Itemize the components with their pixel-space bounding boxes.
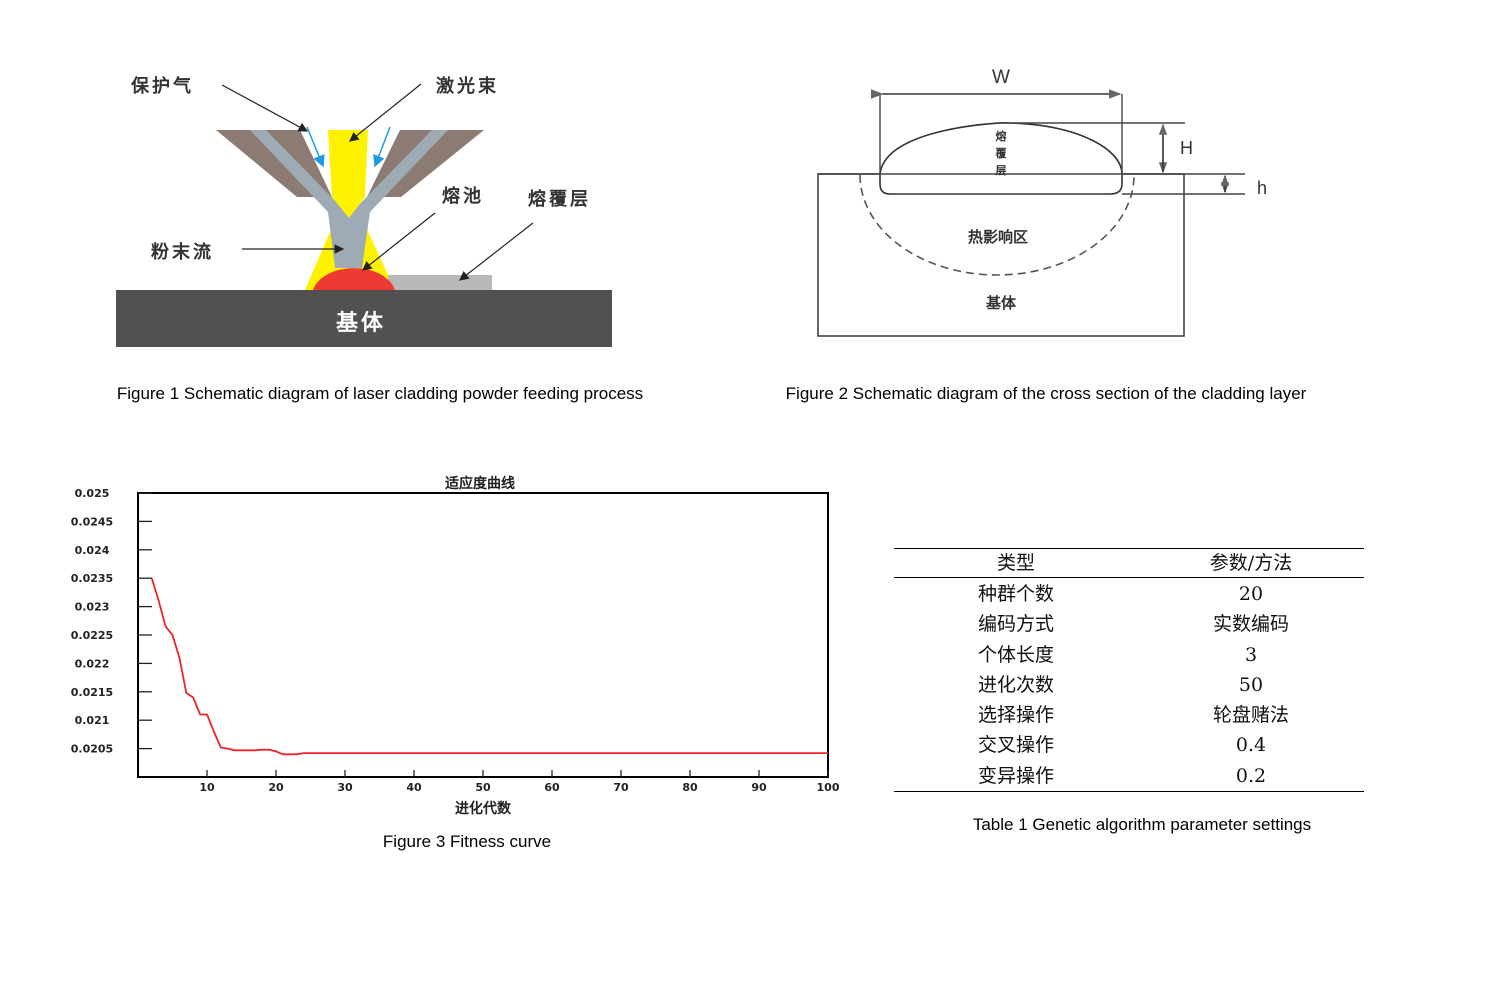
table-row: 进化次数 50 xyxy=(894,670,1364,700)
x-axis-label: 进化代数 xyxy=(455,800,512,817)
haz-boundary xyxy=(859,174,1135,276)
cladding-layer xyxy=(388,275,492,290)
figure-1: 保护气 激光束 熔池 熔覆层 粉末流 基体 Figure 1 Schematic… xyxy=(0,0,750,420)
label-width: W xyxy=(992,67,1010,88)
pointer-laser-beam xyxy=(349,83,422,142)
cell: 0.4 xyxy=(1235,734,1267,757)
label-haz: 热影响区 xyxy=(968,228,1029,246)
y-tick-label: 0.023 xyxy=(75,601,110,614)
table-row: 交叉操作 0.4 xyxy=(894,730,1364,760)
laser-cladding-diagram xyxy=(116,83,612,347)
figure-3-caption: Figure 3 Fitness curve xyxy=(382,832,552,851)
pointer-cladding-layer xyxy=(459,222,534,281)
x-tick-label: 60 xyxy=(544,781,560,794)
pointer-melt-pool xyxy=(362,212,436,271)
label-substrate: 基体 xyxy=(986,294,1017,312)
x-tick-label: 100 xyxy=(817,781,840,794)
header-parameter: 参数/方法 xyxy=(1209,552,1293,574)
label-cladding-layer: 熔覆层 xyxy=(528,189,591,210)
x-tick-label: 50 xyxy=(475,781,491,794)
cell: 种群个数 xyxy=(977,583,1054,605)
y-tick-label: 0.022 xyxy=(75,657,110,670)
substrate-block xyxy=(817,173,1185,337)
cell: 实数编码 xyxy=(1212,613,1289,636)
y-tick-label: 0.0215 xyxy=(71,686,113,699)
y-tick-label: 0.0205 xyxy=(71,743,113,756)
y-tick-label: 0.024 xyxy=(75,544,110,557)
x-tick-label: 40 xyxy=(406,781,422,794)
x-tick-label: 90 xyxy=(751,781,767,794)
label-substrate: 基体 xyxy=(336,311,387,336)
label-powder-stream: 粉末流 xyxy=(151,242,214,263)
y-tick-label: 0.0235 xyxy=(71,572,113,585)
y-tick-label: 0.025 xyxy=(75,487,110,500)
cell: 50 xyxy=(1238,673,1264,696)
label-depth: h xyxy=(1257,178,1268,198)
table-row: 个体长度 3 xyxy=(894,640,1364,670)
fitness-line xyxy=(150,577,828,756)
label-height: H xyxy=(1180,138,1193,158)
cell: 编码方式 xyxy=(977,613,1054,636)
x-tick-label: 20 xyxy=(268,781,284,794)
cell: 进化次数 xyxy=(977,673,1054,696)
label-melt-pool: 熔池 xyxy=(442,186,484,207)
plot-frame xyxy=(137,492,829,778)
table-1-caption: Table 1 Genetic algorithm parameter sett… xyxy=(972,815,1312,834)
label-shielding-gas: 保护气 xyxy=(131,76,194,97)
cell: 20 xyxy=(1238,583,1264,605)
table-row: 选择操作 轮盘赌法 xyxy=(894,700,1364,730)
substrate xyxy=(116,290,612,347)
cell: 选择操作 xyxy=(977,704,1054,727)
table-header: 类型 参数/方法 xyxy=(894,548,1364,578)
y-tick-label: 0.021 xyxy=(75,714,110,727)
cell: 3 xyxy=(1244,643,1258,666)
table-row: 种群个数 20 xyxy=(894,579,1364,609)
cell: 交叉操作 xyxy=(977,734,1054,757)
y-tick-label: 0.0225 xyxy=(71,629,113,642)
cladding-bead xyxy=(879,122,1123,195)
gas-arrow-left xyxy=(306,126,325,168)
pointer-shielding-gas xyxy=(221,84,309,132)
cell: 轮盘赌法 xyxy=(1212,704,1289,727)
melt-pool xyxy=(313,268,395,290)
y-tick-label: 0.0245 xyxy=(71,515,113,528)
chart-title: 适应度曲线 xyxy=(445,475,515,492)
cell: 0.2 xyxy=(1235,764,1267,787)
laser-beam xyxy=(328,130,368,218)
parameter-table: 类型 参数/方法 种群个数 20 编码方式 实数编码 个体长度 3 进化次数 50 选择… xyxy=(894,548,1364,793)
powder-stream xyxy=(250,130,448,268)
cell: 个体长度 xyxy=(977,643,1054,666)
header-type: 类型 xyxy=(996,552,1035,574)
cell: 变异操作 xyxy=(977,764,1054,787)
figure-2-caption: Figure 2 Schematic diagram of the cross … xyxy=(785,384,1307,403)
gas-arrow-right xyxy=(373,126,391,168)
figure-1-caption: Figure 1 Schematic diagram of laser clad… xyxy=(116,384,644,403)
x-tick-label: 30 xyxy=(337,781,353,794)
x-tick-label: 70 xyxy=(613,781,629,794)
label-cladding-layer: 熔覆层 xyxy=(995,130,1007,177)
table-row: 变异操作 0.2 xyxy=(894,761,1364,791)
x-tick-label: 80 xyxy=(682,781,698,794)
label-laser-beam: 激光束 xyxy=(436,76,499,97)
x-tick-label: 10 xyxy=(199,781,215,794)
fitness-chart: 适应度曲线 0.0250.02450.0240.02350.0230.02250… xyxy=(71,475,840,817)
table-row: 编码方式 实数编码 xyxy=(894,609,1364,639)
